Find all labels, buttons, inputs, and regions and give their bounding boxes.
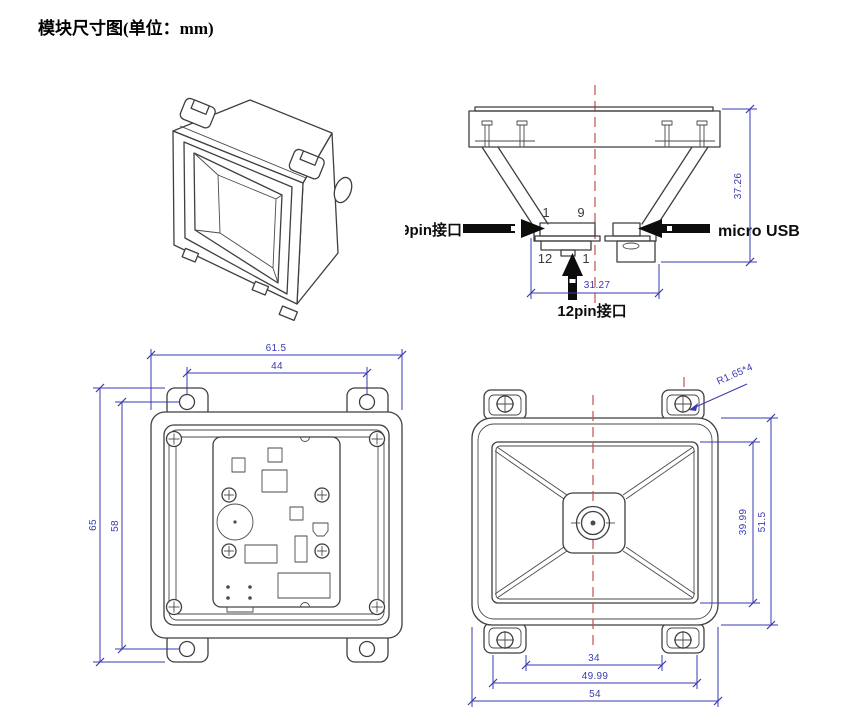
- mounting-clip-right: [288, 148, 325, 180]
- page-title: 模块尺寸图(单位：mm): [38, 19, 214, 38]
- dim-text-54: 54: [589, 689, 601, 700]
- front-view-drawing: R1.65*4 39.99 51.5 34: [467, 362, 778, 707]
- top-frame-bar: [468, 106, 721, 148]
- connector-12pin: [540, 240, 592, 257]
- rear-view-drawing: 61.5 44 65 58: [88, 343, 407, 667]
- dimension-hole-spacing-58: 58: [110, 397, 179, 654]
- pin-number-1-bottom: 1: [582, 251, 589, 266]
- connector-9pin: [534, 222, 601, 242]
- dimension-window-height-39-99: 39.99: [700, 437, 760, 608]
- buzzer: [216, 503, 254, 541]
- dimension-width-31-27: 31.27: [526, 238, 664, 299]
- pin-number-9: 9: [577, 205, 584, 220]
- dimension-hole-spacing-49-99: 49.99: [488, 655, 702, 689]
- dim-text-37-26: 37.26: [733, 173, 744, 200]
- arrow-9pin: [463, 219, 545, 238]
- dimension-body-width-54: 54: [467, 627, 723, 707]
- label-9pin-port: 9pin接口: [405, 221, 462, 239]
- dim-text-51-5: 51.5: [757, 512, 768, 533]
- front-window-frame: [183, 141, 293, 295]
- component-notched: [312, 522, 329, 537]
- mounting-clip-left: [179, 97, 216, 129]
- mounting-holes: [496, 395, 692, 649]
- dim-text-39-99: 39.99: [738, 509, 749, 536]
- dim-text-61-5: 61.5: [266, 343, 287, 354]
- dimension-outer-width-61-5: 61.5: [146, 343, 407, 410]
- pcb-screws: [221, 487, 330, 559]
- pin-number-1-top: 1: [542, 205, 549, 220]
- lens: [571, 505, 615, 541]
- isometric-view-drawing: [172, 97, 353, 321]
- arrow-micro-usb: [638, 219, 710, 238]
- arrow-12pin: [562, 253, 583, 300]
- dimension-tab-inner-34: 34: [521, 653, 667, 671]
- module-body-iso: [172, 99, 339, 305]
- inner-frame: [163, 424, 390, 626]
- side-view-drawing: 1 9 12 1 9pin接口 micro USB 12pin接口: [405, 85, 800, 320]
- front-body-inner-line: [477, 423, 713, 620]
- side-stub: [333, 176, 353, 204]
- frame-corner-screws: [165, 430, 386, 616]
- connector-micro-usb: [604, 222, 656, 263]
- dim-text-31-27: 31.27: [584, 280, 611, 291]
- tapered-legs: [481, 146, 709, 242]
- dimension-height-37-26: 37.26: [661, 104, 757, 267]
- dimension-outer-height-65: 65: [88, 383, 165, 667]
- dimension-hole-spacing-44: 44: [182, 361, 372, 394]
- label-micro-usb: micro USB: [718, 223, 800, 240]
- pcb: [212, 436, 341, 613]
- dim-text-44: 44: [271, 361, 283, 372]
- pin-number-12: 12: [538, 251, 552, 266]
- label-12pin-port: 12pin接口: [557, 302, 626, 320]
- mounting-holes: [178, 393, 376, 658]
- dimension-body-height-51-5: 51.5: [721, 413, 778, 630]
- dim-text-58: 58: [110, 520, 121, 532]
- bottom-feet: [181, 247, 299, 321]
- dim-text-49-99: 49.99: [582, 671, 609, 682]
- dim-text-r1-65: R1.65*4: [715, 362, 755, 388]
- dim-text-65: 65: [88, 519, 99, 531]
- dim-text-34: 34: [588, 653, 600, 664]
